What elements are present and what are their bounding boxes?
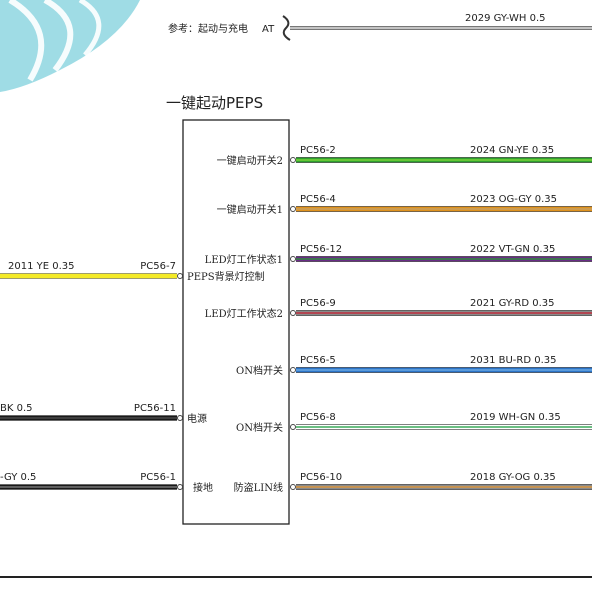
reference-prefix: 参考：起动与充电 bbox=[168, 22, 248, 35]
pin-id: PC56-8 bbox=[300, 412, 336, 423]
reference-wire-label: 2029 GY-WH 0.5 bbox=[465, 13, 546, 24]
left-pin-row: PC56-1 -GY 0.5 接地 bbox=[0, 472, 213, 494]
wire-label: 2021 GY-RD 0.35 bbox=[470, 298, 555, 309]
pin-function-label: ON档开关 bbox=[236, 421, 283, 434]
pin-function-label: 接地 bbox=[193, 481, 213, 494]
pin-id: PC56-4 bbox=[300, 194, 336, 205]
wire-label: 2031 BU-RD 0.35 bbox=[470, 355, 557, 366]
pin-terminal bbox=[290, 256, 296, 262]
pin-id: PC56-2 bbox=[300, 145, 336, 156]
pin-terminal bbox=[290, 484, 296, 490]
pin-terminal bbox=[290, 367, 296, 373]
right-pin-row: LED灯工作状态2 PC56-9 2021 GY-RD 0.35 bbox=[205, 298, 592, 320]
right-pin-row: LED灯工作状态1 PC56-12 2022 VT-GN 0.35 bbox=[205, 244, 592, 266]
pin-function-label: 电源 bbox=[187, 412, 207, 425]
pin-function-label: LED灯工作状态2 bbox=[205, 307, 283, 320]
left-pin-row: PC56-11 BK 0.5 电源 bbox=[0, 403, 207, 425]
right-pin-row: 防盗LIN线 PC56-10 2018 GY-OG 0.35 bbox=[234, 472, 592, 494]
watermark-graphic bbox=[0, 0, 140, 92]
pin-id: PC56-5 bbox=[300, 355, 336, 366]
pin-function-label: ON档开关 bbox=[236, 364, 283, 377]
pin-terminal bbox=[177, 415, 183, 421]
pin-terminal bbox=[290, 310, 296, 316]
peps-module-box bbox=[182, 119, 290, 525]
pin-terminal bbox=[177, 484, 183, 490]
wire-label: 2022 VT-GN 0.35 bbox=[470, 244, 555, 255]
wire-break-symbol bbox=[282, 15, 291, 41]
pin-id: PC56-9 bbox=[300, 298, 336, 309]
right-pin-row: 一键启动开关2 PC56-2 2024 GN-YE 0.35 bbox=[217, 145, 592, 167]
wire-label: 2024 GN-YE 0.35 bbox=[470, 145, 554, 156]
right-pin-row: 一键启动开关1 PC56-4 2023 OG-GY 0.35 bbox=[217, 194, 592, 216]
pin-id: PC56-11 bbox=[134, 403, 176, 414]
pin-function-label: PEPS背景灯控制 bbox=[187, 270, 265, 283]
reference-row: 参考：起动与充电 AT 2029 GY-WH 0.5 bbox=[168, 13, 592, 41]
right-pin-row: ON档开关 PC56-8 2019 WH-GN 0.35 bbox=[236, 412, 592, 434]
wire-label: 2011 YE 0.35 bbox=[8, 261, 75, 272]
wire-label: 2018 GY-OG 0.35 bbox=[470, 472, 556, 483]
pin-id: PC56-12 bbox=[300, 244, 342, 255]
pin-function-label: 一键启动开关2 bbox=[217, 154, 283, 167]
pin-id: PC56-7 bbox=[140, 261, 176, 272]
reference-code: AT bbox=[262, 24, 275, 35]
pin-function-label: 一键启动开关1 bbox=[217, 203, 283, 216]
pin-function-label: LED灯工作状态1 bbox=[205, 253, 283, 266]
pin-function-label: 防盗LIN线 bbox=[234, 481, 283, 494]
pin-terminal bbox=[290, 206, 296, 212]
pin-terminal bbox=[177, 273, 183, 279]
wire-label: 2019 WH-GN 0.35 bbox=[470, 412, 561, 423]
wire-label: -GY 0.5 bbox=[0, 472, 36, 483]
right-pin-row: ON档开关 PC56-5 2031 BU-RD 0.35 bbox=[236, 355, 592, 377]
pin-id: PC56-1 bbox=[140, 472, 176, 483]
pin-terminal bbox=[290, 157, 296, 163]
pin-id: PC56-10 bbox=[300, 472, 342, 483]
wire-label: BK 0.5 bbox=[0, 403, 33, 414]
module-title: 一键起动PEPS bbox=[166, 94, 263, 112]
pin-terminal bbox=[290, 424, 296, 430]
wire-label: 2023 OG-GY 0.35 bbox=[470, 194, 557, 205]
